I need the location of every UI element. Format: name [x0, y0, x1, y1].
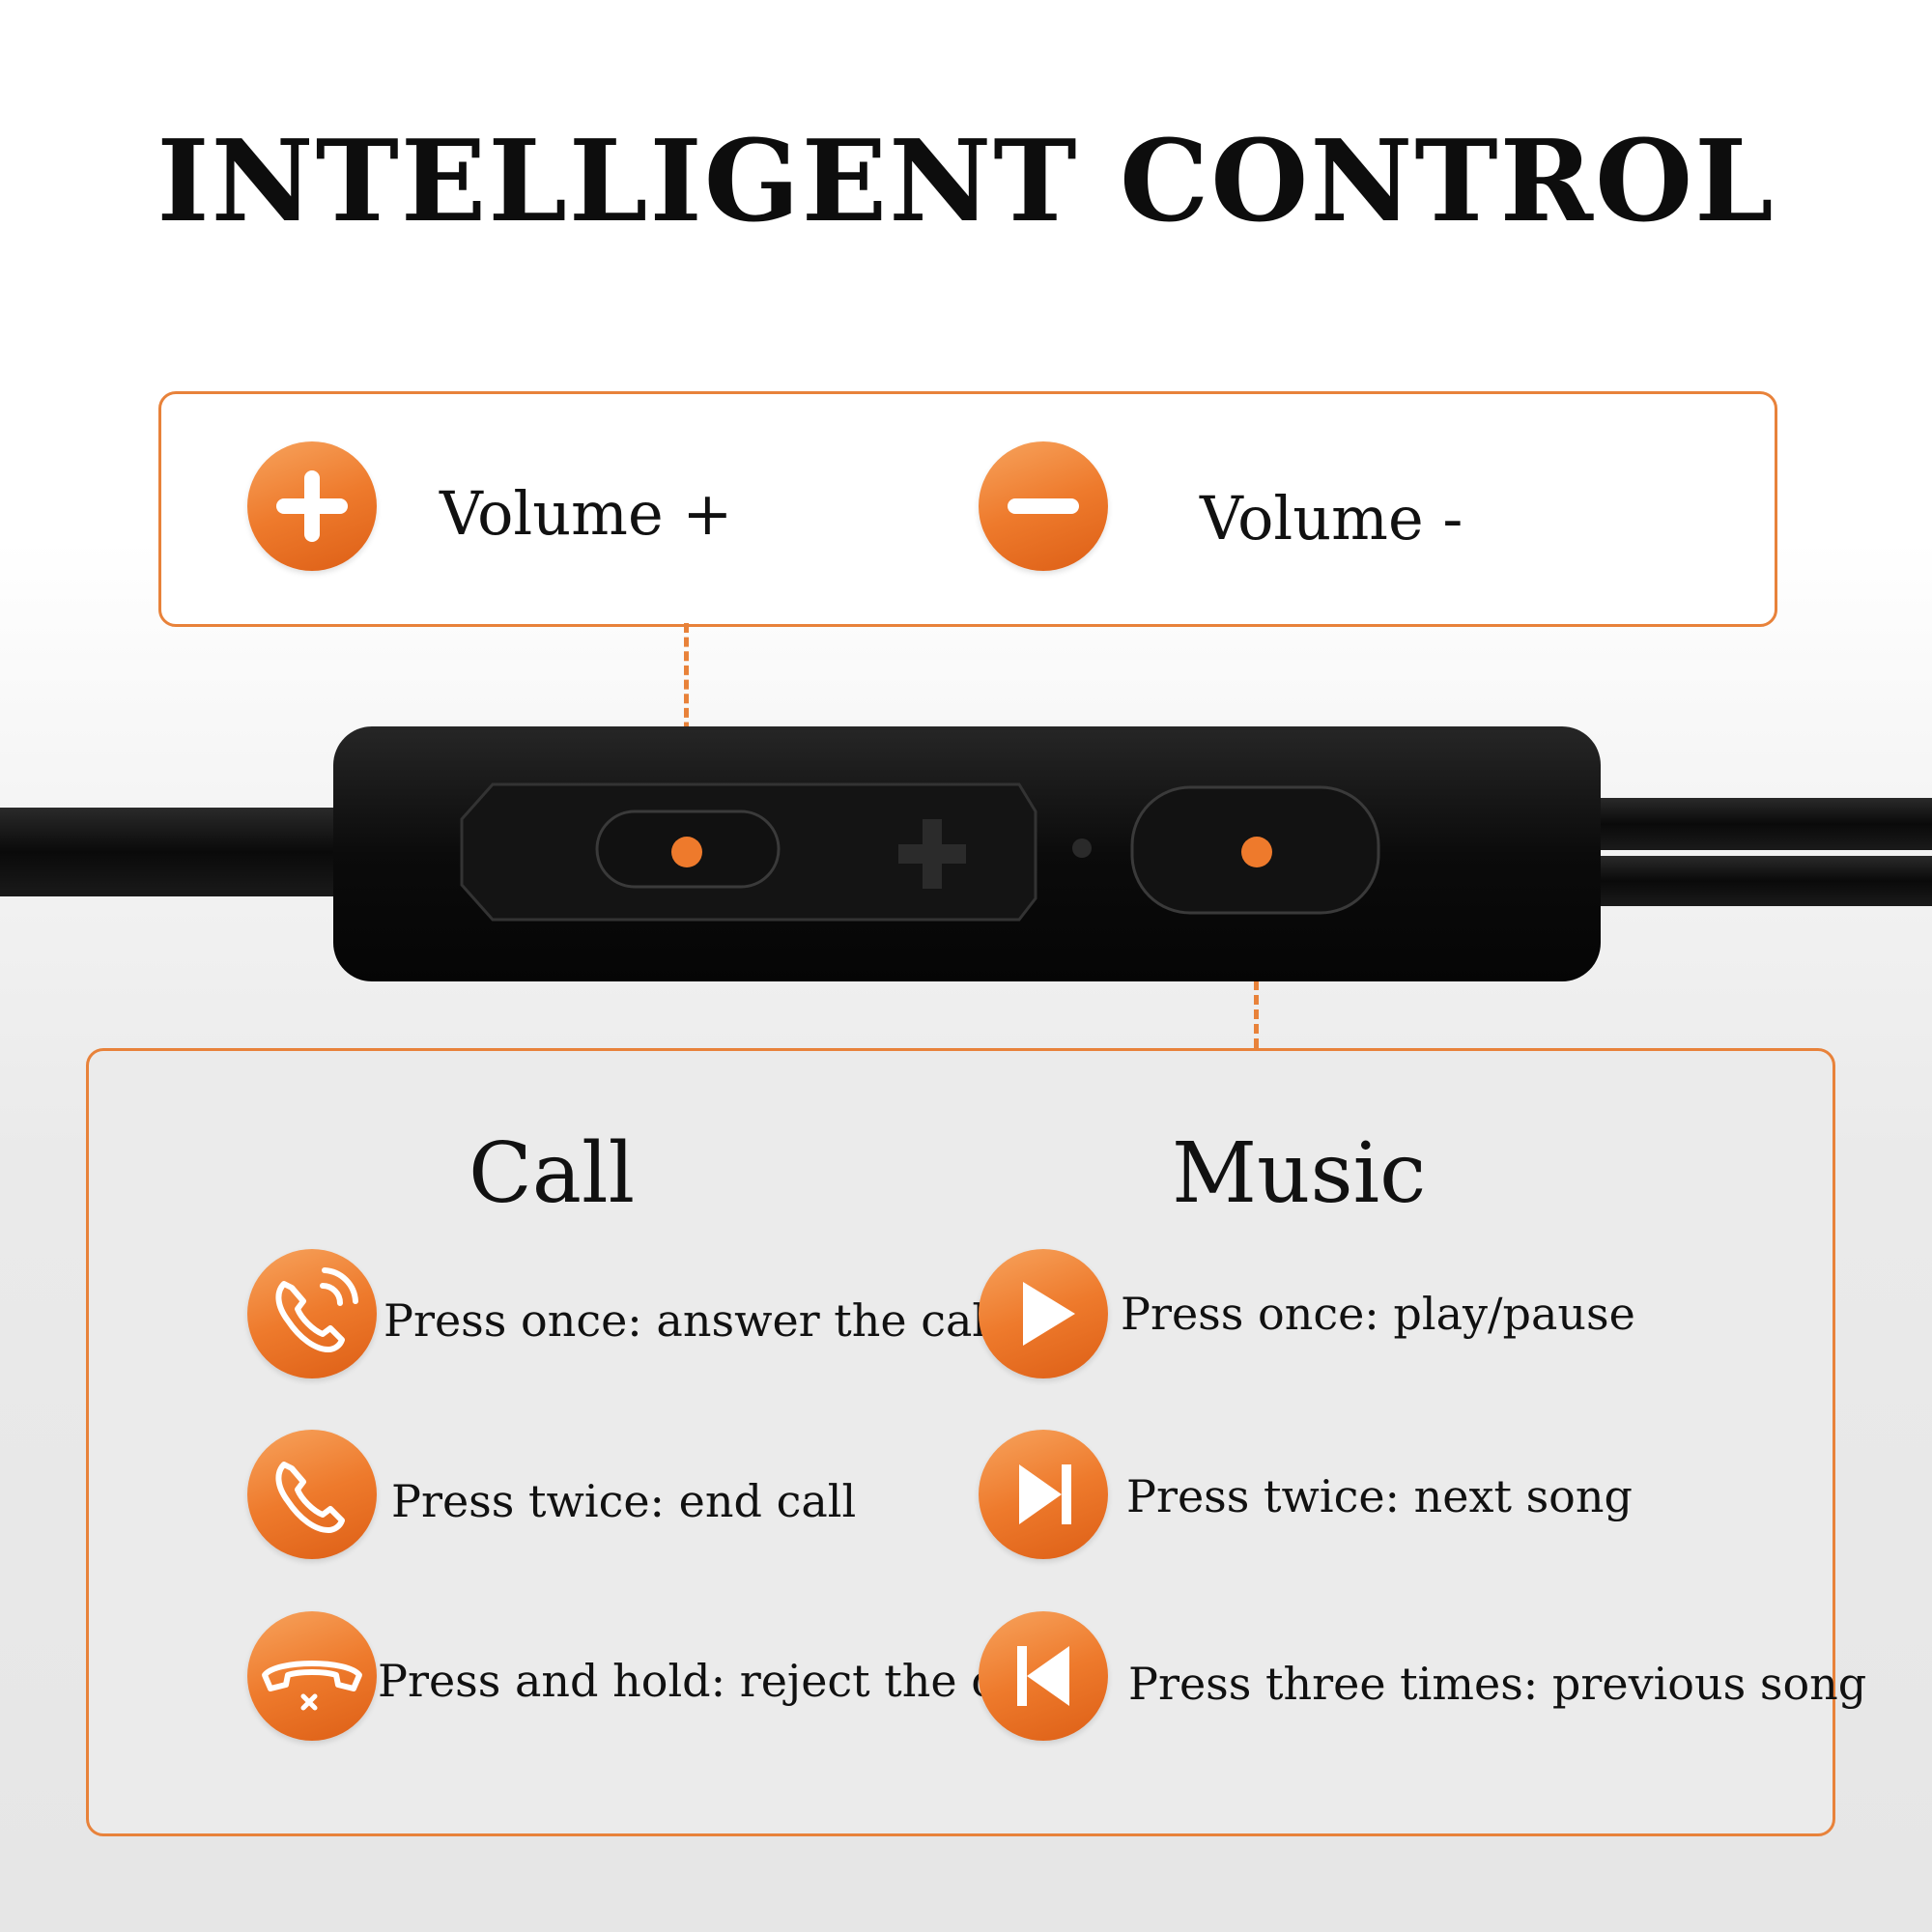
music-item-label: Press three times: previous song [1128, 1658, 1867, 1710]
page-title: INTELLIGENT CONTROL [156, 116, 1776, 247]
previous-track-icon [979, 1611, 1108, 1741]
volume-plus-label: Volume + [440, 478, 733, 549]
inline-remote-device [0, 726, 1932, 981]
call-item-label: Press and hold: reject the call [378, 1655, 1051, 1707]
music-heading: Music [1172, 1125, 1427, 1222]
plus-icon [247, 441, 377, 571]
volume-panel [158, 391, 1777, 627]
minus-icon [979, 441, 1108, 571]
main-button-marker [1241, 837, 1272, 867]
volume-button-marker [671, 837, 702, 867]
music-item-label: Press once: play/pause [1121, 1288, 1635, 1340]
phone-ringing-icon [247, 1249, 377, 1378]
call-heading: Call [469, 1125, 636, 1222]
next-track-icon [979, 1430, 1108, 1559]
hang-up-icon [247, 1611, 377, 1741]
call-item-label: Press twice: end call [391, 1475, 857, 1527]
play-icon [979, 1249, 1108, 1378]
functions-panel [86, 1048, 1835, 1836]
call-item-label: Press once: answer the call [384, 1294, 1001, 1347]
volume-minus-label: Volume - [1200, 483, 1463, 554]
music-item-label: Press twice: next song [1126, 1470, 1633, 1522]
phone-icon [247, 1430, 377, 1559]
